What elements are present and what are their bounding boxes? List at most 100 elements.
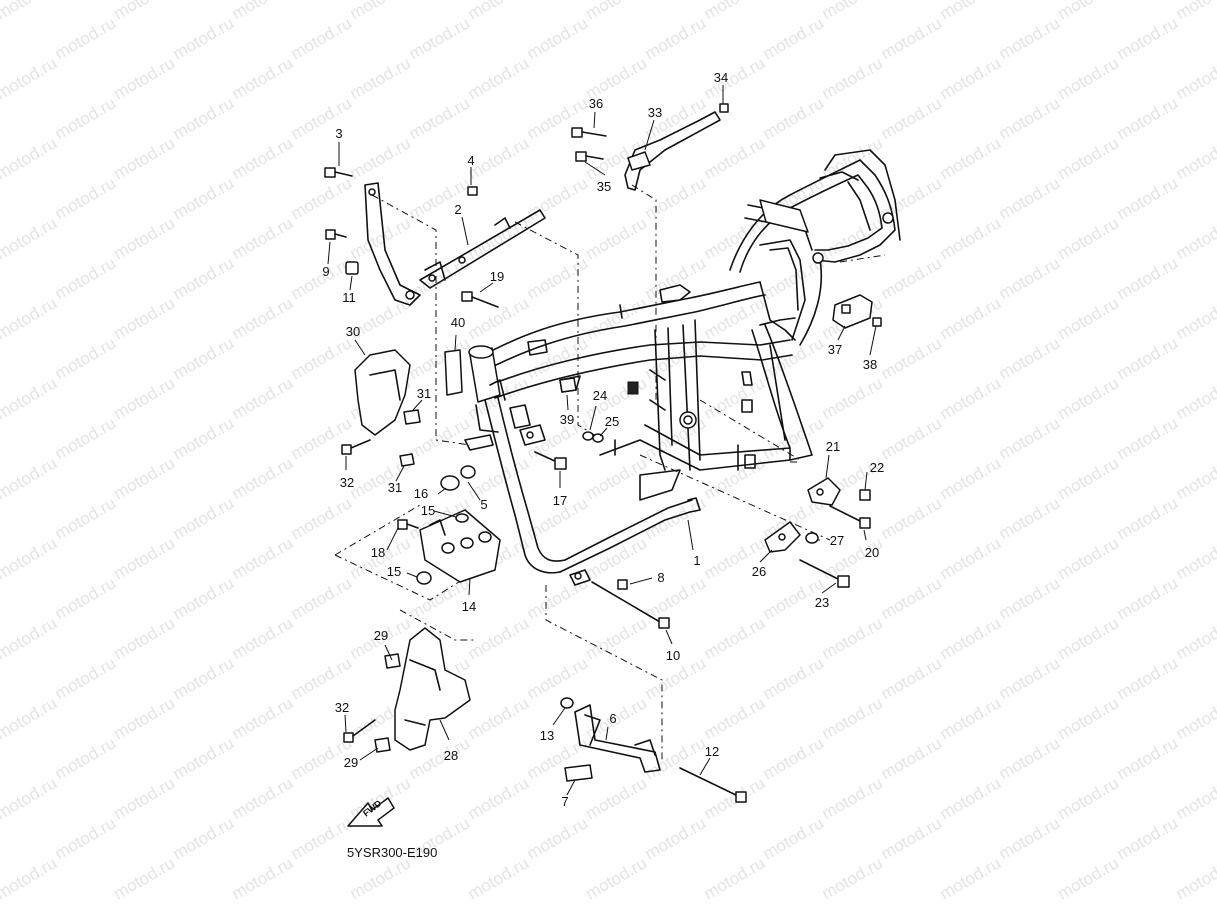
watermark-text: motod.ru (996, 653, 1064, 703)
watermark-text: motod.ru (229, 693, 297, 743)
watermark-text: motod.ru (1173, 0, 1217, 23)
callout-21: 21 (826, 439, 840, 454)
watermark-text: motod.ru (996, 93, 1064, 143)
front-upper-bracket-2 (419, 209, 546, 289)
watermark-text: motod.ru (229, 133, 297, 183)
watermark-text: motod.ru (1114, 653, 1182, 703)
watermark-text: motod.ru (819, 773, 887, 823)
callout-20: 20 (865, 545, 879, 560)
callout-1: 1 (693, 553, 700, 568)
watermark-text: motod.ru (642, 173, 710, 223)
watermark-text: motod.ru (288, 493, 356, 543)
watermark-text: motod.ru (1173, 53, 1217, 103)
callout-29-lower: 29 (344, 755, 358, 770)
watermark-text: motod.ru (111, 53, 179, 103)
watermark-text: motod.ru (465, 773, 533, 823)
callout-10: 10 (666, 648, 680, 663)
watermark-text: motod.ru (347, 0, 415, 23)
watermark-text: motod.ru (1173, 693, 1217, 743)
watermark-text: motod.ru (229, 613, 297, 663)
callout-9: 9 (322, 264, 329, 279)
callout-numbers: 3 4 2 9 11 19 40 30 31 32 31 16 5 15 18 … (322, 70, 884, 809)
watermark-text: motod.ru (524, 13, 592, 63)
watermark-text: motod.ru (642, 573, 710, 623)
watermark-text: motod.ru (819, 693, 887, 743)
engine-bracket-14 (419, 509, 501, 583)
watermark-text: motod.ru (52, 733, 120, 783)
watermark-text: motod.ru (1114, 813, 1182, 863)
watermark-text: motod.ru (701, 693, 769, 743)
watermark-text: motod.ru (1173, 133, 1217, 183)
callout-14: 14 (462, 599, 476, 614)
callout-15-lower: 15 (387, 564, 401, 579)
watermark-text: motod.ru (406, 173, 474, 223)
callout-11: 11 (342, 290, 356, 305)
watermark-text: motod.ru (878, 813, 946, 863)
watermark-text: motod.ru (1173, 213, 1217, 263)
watermark-text: motod.ru (996, 333, 1064, 383)
callout-12: 12 (705, 744, 719, 759)
watermark-text: motod.ru (111, 0, 179, 23)
watermark-text: motod.ru (111, 693, 179, 743)
callout-32-upper: 32 (340, 475, 354, 490)
watermark-text: motod.ru (583, 213, 651, 263)
watermark-text: motod.ru (111, 453, 179, 503)
watermark-text: motod.ru (0, 0, 60, 23)
callout-3: 3 (335, 126, 342, 141)
watermark-text: motod.ru (1114, 413, 1182, 463)
watermark-text: motod.ru (642, 733, 710, 783)
watermark-text: motod.ru (1173, 853, 1217, 903)
watermark-text: motod.ru (170, 813, 238, 863)
watermark-text: motod.ru (0, 373, 60, 423)
watermark-text: motod.ru (524, 413, 592, 463)
watermark-text: motod.ru (819, 0, 887, 23)
watermark-text: motod.ru (52, 13, 120, 63)
watermark-text: motod.ru (170, 413, 238, 463)
leader-lines (327, 85, 877, 796)
watermark-text: motod.ru (524, 813, 592, 863)
callout-32-lower: 32 (335, 700, 349, 715)
watermark-text: motod.ru (0, 533, 60, 583)
watermark-text: motod.ru (1114, 173, 1182, 223)
watermark-text: motod.ru (0, 853, 60, 903)
callout-38: 38 (863, 357, 877, 372)
watermark-text: motod.ru (760, 93, 828, 143)
watermark-text: motod.ru (1055, 373, 1123, 423)
watermark-text: motod.ru (1173, 533, 1217, 583)
bracket-21 (807, 477, 841, 506)
watermark-text: motod.ru (1114, 13, 1182, 63)
watermark-text: motod.ru (819, 53, 887, 103)
watermark-text: motod.ru (937, 453, 1005, 503)
callout-5: 5 (480, 497, 487, 512)
callout-24: 24 (593, 388, 607, 403)
watermark-text: motod.ru (465, 853, 533, 903)
watermark-text: motod.ru (996, 173, 1064, 223)
watermark-text: motod.ru (701, 293, 769, 343)
watermark-text: motod.ru (111, 613, 179, 663)
callout-17: 17 (553, 493, 567, 508)
callout-33: 33 (648, 105, 662, 120)
watermark-text: motod.ru (1055, 453, 1123, 503)
watermark-text: motod.ru (878, 333, 946, 383)
rear-stay-33 (624, 111, 721, 191)
watermark-text: motod.ru (760, 733, 828, 783)
watermark-text: motod.ru (878, 253, 946, 303)
watermark-text: motod.ru (878, 93, 946, 143)
watermark-text: motod.ru (465, 693, 533, 743)
watermark-text: motod.ru (170, 653, 238, 703)
watermark-text: motod.ru (347, 133, 415, 183)
callout-30: 30 (346, 324, 360, 339)
watermark-text: motod.ru (937, 53, 1005, 103)
main-frame (464, 149, 901, 586)
watermark-text: motod.ru (406, 93, 474, 143)
watermark-text: motod.ru (229, 453, 297, 503)
watermark-text: motod.ru (1055, 533, 1123, 583)
watermark-text: motod.ru (1055, 293, 1123, 343)
watermark-text: motod.ru (642, 813, 710, 863)
watermark-text: motod.ru (583, 0, 651, 23)
callout-31-lower: 31 (388, 480, 402, 495)
watermark-text: motod.ru (111, 373, 179, 423)
callout-18: 18 (371, 545, 385, 560)
watermark-text: motod.ru (996, 733, 1064, 783)
watermark-text: motod.ru (760, 653, 828, 703)
